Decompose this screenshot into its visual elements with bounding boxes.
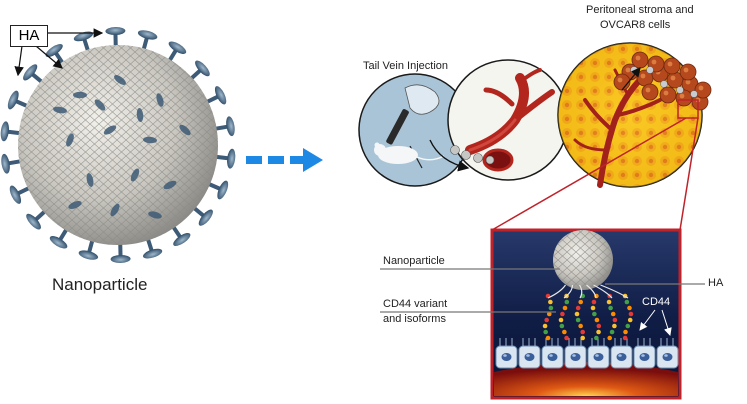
surface-ha-molecules [53,75,191,219]
cd44-variant-label-line1: CD44 variant [383,298,448,310]
ha-strands [547,284,629,299]
cd44-variant-label-line2: and isoforms [383,313,446,325]
receptor-binding-inset [490,228,682,400]
inset-nanoparticle-icon [553,230,613,290]
tumor-arrow [621,67,641,91]
nanoparticle-illustration [0,27,236,263]
inset-nanoparticle-label: Nanoparticle [383,255,445,267]
gloved-hand-icon [404,84,440,115]
cell-membrane [495,338,679,369]
stroma-label-line1: Peritoneal stroma and [586,4,694,16]
inset-cd44-label: CD44 [642,296,671,308]
zoom-line-left [491,117,687,231]
mouse-icon [374,142,445,164]
inset-leader-lines [380,268,705,336]
ha-pointer-arrows [14,28,104,77]
stroma-label-line2: OVCAR8 cells [600,19,671,31]
ha-label-box: HA [10,25,48,47]
zoom-region-box [677,99,699,119]
zoom-line-right [679,117,699,231]
inset-ha-label: HA [708,277,724,289]
cd44-receptors [542,293,634,341]
tumor-panel [557,42,712,188]
ovcar8-cell-cluster [613,51,712,111]
injection-panel [358,73,472,187]
process-arrow [246,148,323,172]
nanoparticle-caption: Nanoparticle [52,275,148,294]
blood-vessel-panel [429,59,569,181]
tail-vein-label: Tail Vein Injection [363,60,448,72]
